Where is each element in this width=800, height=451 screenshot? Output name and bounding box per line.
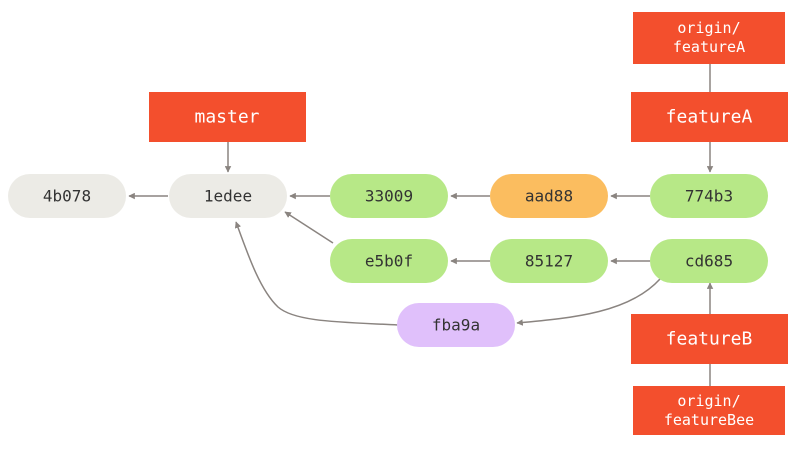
commit-pill bbox=[650, 239, 768, 283]
branch-box bbox=[149, 92, 306, 142]
branch-featureA[interactable]: featureA bbox=[631, 92, 788, 142]
commit-e5b0f[interactable]: e5b0f bbox=[330, 239, 448, 283]
commit-hash: 85127 bbox=[525, 252, 573, 271]
commit-pill bbox=[169, 174, 287, 218]
remote-branch-origin-featureBee[interactable]: origin/ featureBee bbox=[633, 386, 785, 435]
branch-featureB[interactable]: featureB bbox=[631, 314, 788, 364]
commit-pill bbox=[330, 239, 448, 283]
remote-branch-label-line1: origin/ bbox=[677, 392, 740, 410]
commit-hash: 1edee bbox=[204, 187, 252, 206]
commit-pill bbox=[490, 174, 608, 218]
commit-33009[interactable]: 33009 bbox=[330, 174, 448, 218]
commit-4b078[interactable]: 4b078 bbox=[8, 174, 126, 218]
commit-hash: cd685 bbox=[685, 252, 733, 271]
branch-master[interactable]: master bbox=[149, 92, 306, 142]
branch-label: featureB bbox=[666, 329, 753, 350]
commit-pill bbox=[490, 239, 608, 283]
arrow-e5b0f-to-1edee bbox=[284, 211, 334, 244]
connectors bbox=[128, 64, 714, 386]
commit-hash: fba9a bbox=[432, 316, 480, 335]
commit-pill bbox=[397, 303, 515, 347]
arrow-fba9a-to-1edee bbox=[234, 221, 399, 326]
arrow-cd685-to-fba9a bbox=[516, 278, 661, 326]
commit-hash: aad88 bbox=[525, 187, 573, 206]
remote-branch-origin-featureA[interactable]: origin/ featureA bbox=[633, 12, 785, 64]
branch-label: featureA bbox=[666, 107, 753, 128]
commit-774b3[interactable]: 774b3 bbox=[650, 174, 768, 218]
branch-box bbox=[633, 12, 785, 64]
commit-cd685[interactable]: cd685 bbox=[650, 239, 768, 283]
commit-fba9a[interactable]: fba9a bbox=[397, 303, 515, 347]
commit-hash: 4b078 bbox=[43, 187, 91, 206]
commit-hash: e5b0f bbox=[365, 252, 413, 271]
branch-box bbox=[631, 314, 788, 364]
commit-hash: 33009 bbox=[365, 187, 413, 206]
branch-label: master bbox=[194, 107, 259, 128]
remote-branch-label-line2: featureA bbox=[673, 38, 745, 56]
commit-pill bbox=[330, 174, 448, 218]
branch-box bbox=[631, 92, 788, 142]
commit-pill bbox=[650, 174, 768, 218]
branch-box bbox=[633, 386, 785, 435]
commit-aad88[interactable]: aad88 bbox=[490, 174, 608, 218]
commit-hash: 774b3 bbox=[685, 187, 733, 206]
commit-85127[interactable]: 85127 bbox=[490, 239, 608, 283]
commit-pill bbox=[8, 174, 126, 218]
remote-branch-label-line2: featureBee bbox=[664, 411, 754, 429]
commit-1edee[interactable]: 1edee bbox=[169, 174, 287, 218]
remote-branch-label-line1: origin/ bbox=[677, 19, 740, 37]
